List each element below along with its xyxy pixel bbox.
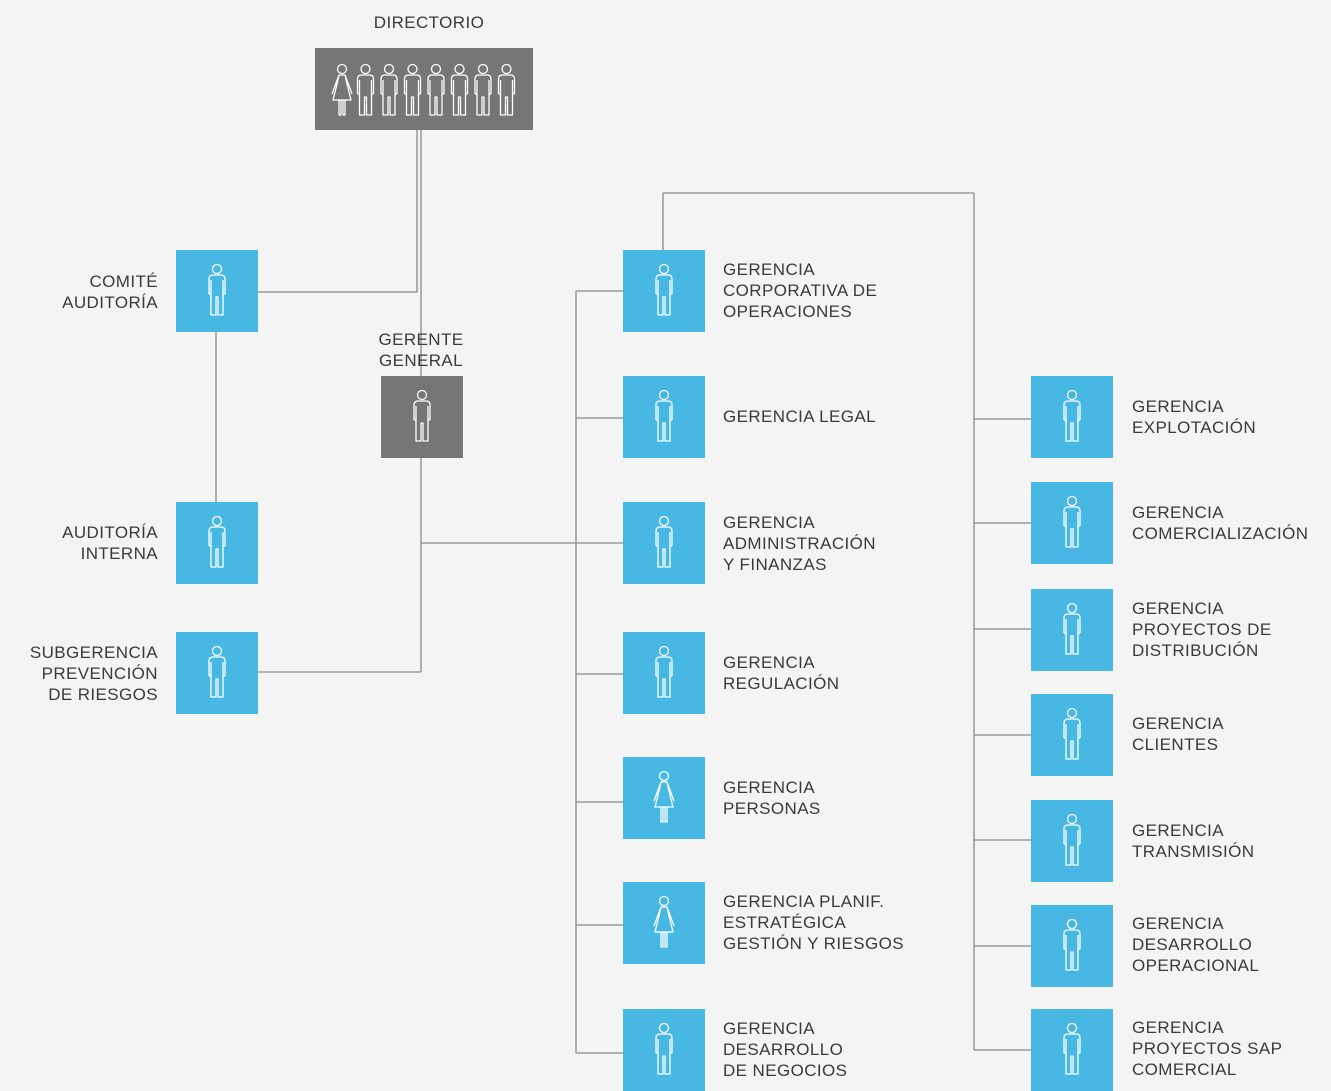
gerencia-transmision-label: GERENCIA TRANSMISIÓN: [1132, 821, 1255, 861]
male-person-icon: [655, 389, 673, 442]
gerencia-desarrollo-negocios-box[interactable]: [623, 1009, 705, 1091]
directorio-box[interactable]: [315, 48, 533, 130]
male-person-icon: [1063, 495, 1081, 548]
male-person-icon: [1063, 707, 1081, 760]
auditoria-interna-box[interactable]: [176, 502, 258, 584]
directorio-label: DIRECTORIO: [373, 13, 485, 32]
male-person-icon: [1063, 389, 1081, 442]
gerente-general-label: GERENTE GENERAL: [378, 330, 464, 370]
gerencia-desarrollo-operacional-box[interactable]: [1031, 905, 1113, 987]
comite-auditoria-box[interactable]: [176, 250, 258, 332]
gerencia-legal-box[interactable]: [623, 376, 705, 458]
gerencia-desarrollo-operacional-label: GERENCIA DESARROLLO OPERACIONAL: [1132, 914, 1260, 975]
gerencia-corporativa-operaciones-label: GERENCIA CORPORATIVA DE OPERACIONES: [723, 260, 878, 321]
gerencia-comercializacion-box[interactable]: [1031, 482, 1113, 564]
gerencia-explotacion-label: GERENCIA EXPLOTACIÓN: [1132, 397, 1257, 437]
female-person-icon: [653, 770, 675, 823]
gerencia-planif-estrategica-box[interactable]: [623, 882, 705, 964]
gerente-general-box[interactable]: [381, 376, 463, 458]
male-person-icon: [655, 263, 673, 316]
male-person-icon: [1063, 1022, 1081, 1075]
gerencia-desarrollo-negocios-label: GERENCIA DESARROLLO DE NEGOCIOS: [723, 1019, 848, 1080]
gerencia-administracion-finanzas-label: GERENCIA ADMINISTRACIÓN Y FINANZAS: [723, 513, 876, 574]
subgerencia-prevencion-label: SUBGERENCIA PREVENCIÓN DE RIESGOS: [29, 643, 158, 704]
gerencia-corporativa-operaciones-box[interactable]: [623, 250, 705, 332]
gerencia-transmision-box[interactable]: [1031, 800, 1113, 882]
gerencia-proyectos-distribucion-label: GERENCIA PROYECTOS DE DISTRIBUCIÓN: [1132, 599, 1272, 660]
male-person-icon: [655, 645, 673, 698]
subgerencia-prevencion-box[interactable]: [176, 632, 258, 714]
gerencia-personas-box[interactable]: [623, 757, 705, 839]
male-person-icon: [208, 645, 226, 698]
male-person-icon: [208, 515, 226, 568]
female-person-icon: [653, 895, 675, 948]
male-person-icon: [1063, 602, 1081, 655]
male-person-icon: [655, 1022, 673, 1075]
male-person-icon: [1063, 918, 1081, 971]
gerencia-personas-label: GERENCIA PERSONAS: [723, 778, 821, 818]
gerencia-planif-estrategica-label: GERENCIA PLANIF. ESTRATÉGICA GESTIÓN Y R…: [723, 892, 904, 953]
comite-auditoria-label: COMITÉ AUDITORÍA: [62, 272, 158, 312]
gerencia-administracion-finanzas-box[interactable]: [623, 502, 705, 584]
gerencia-proyectos-distribucion-box[interactable]: [1031, 589, 1113, 671]
gerencia-clientes-label: GERENCIA CLIENTES: [1132, 714, 1224, 754]
gerencia-proyectos-sap-comercial-label: GERENCIA PROYECTOS SAP COMERCIAL: [1132, 1018, 1283, 1079]
male-person-icon: [655, 515, 673, 568]
male-person-icon: [208, 263, 226, 316]
auditoria-interna-label: AUDITORÍA INTERNA: [62, 523, 158, 563]
gerencia-explotacion-box[interactable]: [1031, 376, 1113, 458]
board-members-icon: [331, 63, 516, 116]
gerencia-proyectos-sap-comercial-box[interactable]: [1031, 1009, 1113, 1091]
male-person-icon: [1063, 813, 1081, 866]
gerencia-clientes-box[interactable]: [1031, 694, 1113, 776]
gerencia-comercializacion-label: GERENCIA COMERCIALIZACIÓN: [1132, 503, 1309, 543]
gerencia-regulacion-label: GERENCIA REGULACIÓN: [723, 653, 840, 693]
gerencia-legal-label: GERENCIA LEGAL: [723, 407, 876, 426]
gerencia-regulacion-box[interactable]: [623, 632, 705, 714]
male-person-icon: [413, 389, 431, 442]
